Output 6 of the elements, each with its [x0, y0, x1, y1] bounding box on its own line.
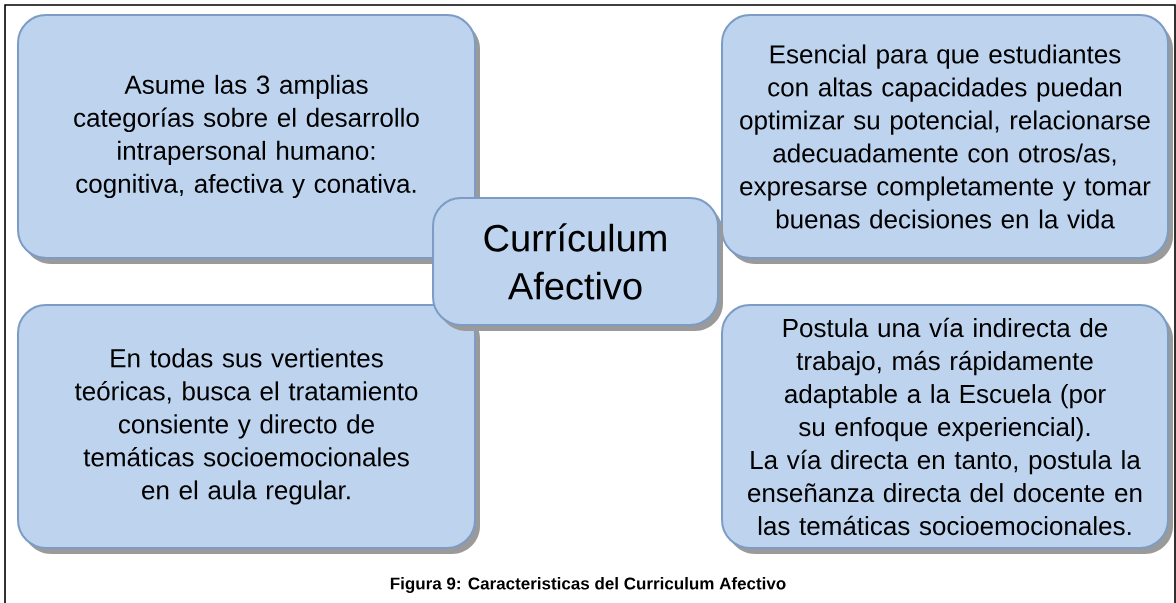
rounded-box: En todas sus vertientes teóricas, busca el tratamiento consiente y directo de temáticas socioemocionales en el aula regular.: [17, 304, 480, 554]
rounded-box: Esencial para que estudiantes con altas capacidades puedan optimizar su potencial, relacionarse adecuadamente con otros/as, expresarse completamente y tomar buenas decisiones en la vida: [721, 14, 1173, 264]
rounded-box: Postula una vía indirecta de trabajo, más rápidamente adaptable a la Escuela (por su enfoque experiencial). La vía directa en tanto, postula la enseñanza directa del docente en las temáticas socioemocionales.: [721, 304, 1173, 554]
rounded-box: Currículum Afectivo: [432, 197, 723, 331]
caption: Figura 9: Caracteristicas del Curriculum Afectivo: [390, 577, 786, 593]
rounded-box: Asume las 3 amplias categorías sobre el desarrollo intrapersonal humano: cognitiva, afectiva y conativa.: [17, 14, 480, 264]
